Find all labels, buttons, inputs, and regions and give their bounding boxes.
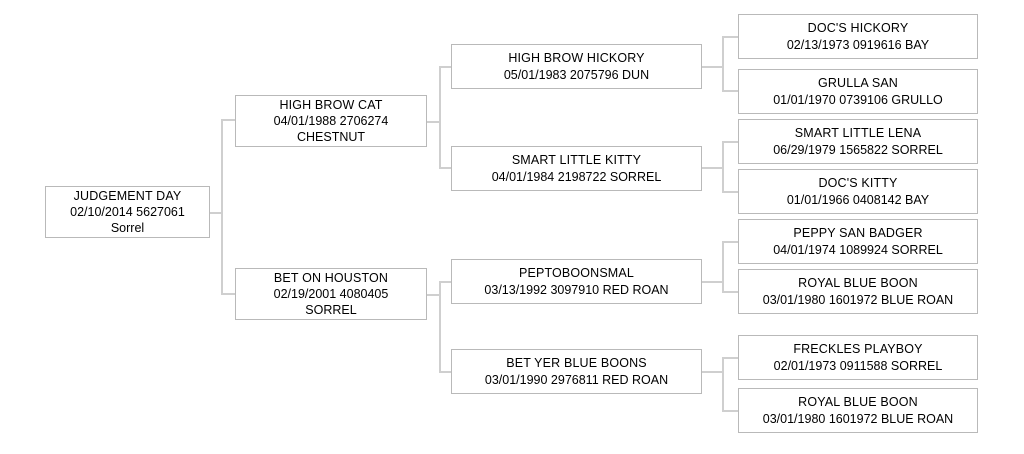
node-name: ROYAL BLUE BOON xyxy=(798,276,918,291)
connector-gen4-stub-2 xyxy=(722,90,739,92)
pedigree-node-gen3-4[interactable]: BET YER BLUE BOONS 03/01/1990 2976811 RE… xyxy=(451,349,702,394)
connector-gen3c-trunk xyxy=(722,241,724,293)
connector-gen3c-stub xyxy=(701,281,724,283)
connector-gen3-stub-4 xyxy=(439,371,452,373)
connector-gen3b-trunk xyxy=(722,141,724,193)
node-detail: 02/19/2001 4080405 xyxy=(273,286,389,301)
connector-subject-trunk xyxy=(221,119,223,295)
pedigree-node-gen4-7[interactable]: FRECKLES PLAYBOY 02/01/1973 0911588 SORR… xyxy=(738,335,978,380)
node-name: HIGH BROW HICKORY xyxy=(508,51,645,66)
node-detail: 02/01/1973 0911588 SORREL xyxy=(773,358,943,373)
node-detail: 01/01/1970 0739106 GRULLO xyxy=(773,92,943,107)
node-detail: 03/01/1980 1601972 BLUE ROAN xyxy=(762,411,954,426)
connector-gen4-stub-8 xyxy=(722,410,739,412)
connector-subject-stub xyxy=(209,212,223,214)
node-color: Sorrel xyxy=(110,221,145,236)
connector-gen4-stub-5 xyxy=(722,241,739,243)
node-name: ROYAL BLUE BOON xyxy=(798,395,918,410)
pedigree-node-gen3-1[interactable]: HIGH BROW HICKORY 05/01/1983 2075796 DUN xyxy=(451,44,702,89)
node-detail: 02/13/1973 0919616 BAY xyxy=(786,37,930,52)
connector-gen3b-stub xyxy=(701,167,724,169)
node-name: DOC'S HICKORY xyxy=(807,21,909,36)
node-detail: 04/01/1974 1089924 SORREL xyxy=(773,242,943,257)
node-name: GRULLA SAN xyxy=(817,76,898,91)
connector-gen3d-trunk xyxy=(722,357,724,412)
connector-gen4-stub-1 xyxy=(722,36,739,38)
node-detail: 06/29/1979 1565822 SORREL xyxy=(773,142,943,157)
connector-gen4-stub-6 xyxy=(722,291,739,293)
connector-gen2-stub-1 xyxy=(221,119,236,121)
node-detail: 01/01/1966 0408142 BAY xyxy=(786,192,930,207)
connector-gen3-stub-1 xyxy=(439,66,452,68)
node-name: PEPPY SAN BADGER xyxy=(793,226,923,241)
connector-gen4-stub-4 xyxy=(722,191,739,193)
node-detail: 04/01/1984 2198722 SORREL xyxy=(491,169,662,184)
node-color: CHESTNUT xyxy=(296,130,366,145)
connector-gen3a-stub xyxy=(701,66,724,68)
pedigree-node-gen3-3[interactable]: PEPTOBOONSMAL 03/13/1992 3097910 RED ROA… xyxy=(451,259,702,304)
pedigree-node-gen3-2[interactable]: SMART LITTLE KITTY 04/01/1984 2198722 SO… xyxy=(451,146,702,191)
node-name: BET ON HOUSTON xyxy=(273,270,389,285)
pedigree-node-dam[interactable]: BET ON HOUSTON 02/19/2001 4080405 SORREL xyxy=(235,268,427,320)
pedigree-node-gen4-4[interactable]: DOC'S KITTY 01/01/1966 0408142 BAY xyxy=(738,169,978,214)
connector-gen3a-trunk xyxy=(722,36,724,92)
node-name: HIGH BROW CAT xyxy=(279,97,383,112)
node-name: JUDGEMENT DAY xyxy=(73,188,182,203)
connector-gen3-stub-3 xyxy=(439,281,452,283)
connector-gen2-stub-2 xyxy=(221,293,236,295)
node-color: SORREL xyxy=(305,303,357,318)
node-name: BET YER BLUE BOONS xyxy=(506,356,647,371)
connector-gen4-stub-7 xyxy=(722,357,739,359)
pedigree-node-subject[interactable]: JUDGEMENT DAY 02/10/2014 5627061 Sorrel xyxy=(45,186,210,238)
connector-gen2b-trunk xyxy=(439,281,441,373)
connector-gen2a-stub xyxy=(426,121,441,123)
node-detail: 03/01/1990 2976811 RED ROAN xyxy=(484,372,669,387)
pedigree-node-gen4-3[interactable]: SMART LITTLE LENA 06/29/1979 1565822 SOR… xyxy=(738,119,978,164)
connector-gen3d-stub xyxy=(701,371,724,373)
connector-gen2b-stub xyxy=(426,294,441,296)
node-name: SMART LITTLE LENA xyxy=(794,126,922,141)
pedigree-node-gen4-5[interactable]: PEPPY SAN BADGER 04/01/1974 1089924 SORR… xyxy=(738,219,978,264)
node-name: SMART LITTLE KITTY xyxy=(511,153,642,168)
node-name: FRECKLES PLAYBOY xyxy=(793,342,923,357)
node-name: PEPTOBOONSMAL xyxy=(519,266,634,281)
node-detail: 02/10/2014 5627061 xyxy=(70,204,185,219)
connector-gen2a-trunk xyxy=(439,66,441,169)
pedigree-node-gen4-2[interactable]: GRULLA SAN 01/01/1970 0739106 GRULLO xyxy=(738,69,978,114)
node-detail: 03/13/1992 3097910 RED ROAN xyxy=(484,282,669,297)
pedigree-node-gen4-1[interactable]: DOC'S HICKORY 02/13/1973 0919616 BAY xyxy=(738,14,978,59)
node-detail: 04/01/1988 2706274 xyxy=(273,113,389,128)
pedigree-node-sire[interactable]: HIGH BROW CAT 04/01/1988 2706274 CHESTNU… xyxy=(235,95,427,147)
connector-gen3-stub-2 xyxy=(439,167,452,169)
connector-gen4-stub-3 xyxy=(722,141,739,143)
node-name: DOC'S KITTY xyxy=(818,176,898,191)
node-detail: 05/01/1983 2075796 DUN xyxy=(503,67,650,82)
pedigree-node-gen4-8[interactable]: ROYAL BLUE BOON 03/01/1980 1601972 BLUE … xyxy=(738,388,978,433)
node-detail: 03/01/1980 1601972 BLUE ROAN xyxy=(762,292,954,307)
pedigree-node-gen4-6[interactable]: ROYAL BLUE BOON 03/01/1980 1601972 BLUE … xyxy=(738,269,978,314)
